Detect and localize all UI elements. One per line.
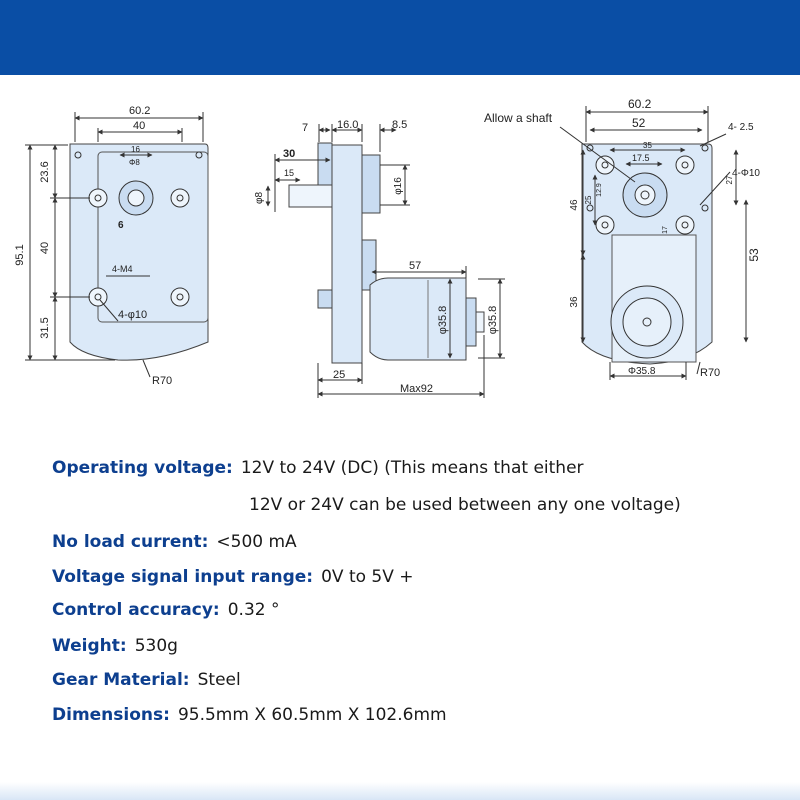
side-shaft-dia-label: φ8: [254, 192, 265, 204]
back-dim-36-label: 36: [569, 296, 580, 308]
back-dim-46-label: 46: [569, 199, 580, 211]
spec-gear-material: Gear Material: Steel: [52, 670, 241, 690]
spec-label: Voltage signal input range:: [52, 567, 314, 587]
front-hole-spacing-label: 16: [131, 145, 140, 154]
side-view-labels: 7 16.0 8.5 30 15 φ8 φ16 57 φ35.8 φ35.8 2…: [254, 119, 499, 395]
side-shaft-15-label: 15: [284, 168, 294, 178]
side-boss-dia-label: φ16: [393, 177, 404, 195]
spec-input-range: Voltage signal input range: 0V to 5V +: [52, 567, 414, 587]
back-motor-dia-label: Φ35.8: [628, 366, 656, 377]
back-width-label: 60.2: [628, 97, 652, 111]
front-view: [25, 112, 209, 378]
side-dim-7-label: 7: [302, 122, 308, 134]
side-dim-85-label: 8.5: [392, 119, 407, 131]
spec-operating-voltage: Operating voltage: 12V to 24V (DC) (This …: [52, 458, 584, 478]
back-dim-129-label: 12.9: [596, 183, 603, 197]
side-dim-16-label: 16.0: [337, 119, 358, 131]
spec-label: No load current:: [52, 532, 209, 552]
back-inner-width-label: 52: [632, 116, 646, 130]
front-seg-top-label: 23.6: [39, 161, 51, 182]
side-motor-dia-label: φ35.8: [437, 306, 449, 335]
front-holes-label: 4-φ10: [118, 309, 147, 321]
spec-value: Steel: [197, 670, 241, 690]
front-height-label: 95.1: [14, 244, 26, 265]
spec-label: Weight:: [52, 636, 127, 656]
side-view: [265, 124, 505, 398]
back-dim-17-label: 17: [662, 226, 669, 234]
front-view-labels: 60.2 40 16 Φ8 6 95.1 23.6 40 31.5 4-M4 4…: [14, 105, 172, 387]
back-dim-175-label: 17.5: [632, 153, 650, 163]
front-inner-width-label: 40: [133, 120, 145, 132]
spec-value: 12V to 24V (DC) (This means that either: [240, 458, 584, 478]
back-dim-27-label: 27: [725, 175, 734, 184]
spec-label: Operating voltage:: [52, 458, 233, 478]
back-dim-35-label: 35: [643, 141, 652, 150]
front-seg-mid-label: 40: [39, 242, 51, 254]
technical-drawing: 60.2 40 16 Φ8 6 95.1 23.6 40 31.5 4-M4 4…: [14, 97, 761, 398]
front-thread-label: 4-M4: [112, 264, 133, 274]
spec-value: 530g: [134, 636, 178, 656]
front-seg-bottom-label: 31.5: [39, 317, 51, 338]
spec-value: 95.5mm X 60.5mm X 102.6mm: [177, 705, 447, 725]
side-shaft-len-label: 30: [283, 148, 295, 160]
back-callout-label: Allow a shaft: [484, 111, 553, 125]
front-width-label: 60.2: [129, 105, 150, 117]
front-shaft-dia-label: Φ8: [129, 158, 140, 167]
spec-dimensions: Dimensions: 95.5mm X 60.5mm X 102.6mm: [52, 705, 447, 725]
side-motor-len-label: 57: [409, 260, 421, 272]
spec-no-load-current: No load current: <500 mA: [52, 532, 297, 552]
spec-label: Gear Material:: [52, 670, 190, 690]
spec-value: 0.32 °: [227, 600, 280, 620]
header-banner: [0, 0, 800, 75]
back-view-labels: Allow a shaft 60.2 52 4- 2.5 4-Φ10 35 17…: [484, 97, 761, 379]
back-dim-25-label: 25: [584, 195, 593, 204]
spec-value: 0V to 5V +: [321, 567, 414, 587]
front-radius-label: R70: [152, 375, 172, 387]
side-flange-label: 25: [333, 369, 345, 381]
spec-control-accuracy: Control accuracy: 0.32 °: [52, 600, 280, 620]
spec-value: <500 mA: [216, 532, 297, 552]
front-shaft-flat-label: 6: [118, 220, 124, 231]
back-radius-label: R70: [700, 367, 720, 379]
spec-operating-voltage-continuation: 12V or 24V can be used between any one v…: [249, 495, 681, 515]
back-view: [559, 106, 749, 380]
spec-label: Dimensions:: [52, 705, 170, 725]
back-holes-small-label: 4- 2.5: [728, 122, 754, 133]
back-holes-big-label: 4-Φ10: [732, 168, 760, 179]
footer-gradient: [0, 782, 800, 800]
side-motor-dia-right-label: φ35.8: [487, 306, 499, 335]
spec-weight: Weight: 530g: [52, 636, 178, 656]
back-dim-53-label: 53: [747, 248, 761, 262]
spec-label: Control accuracy:: [52, 600, 220, 620]
side-max-len-label: Max92: [400, 383, 433, 395]
